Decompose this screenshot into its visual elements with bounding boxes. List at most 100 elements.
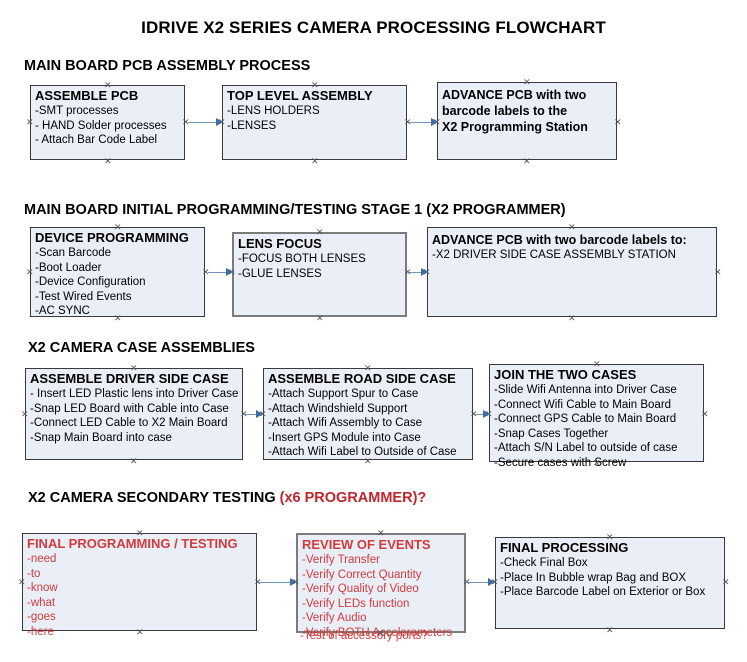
selection-handle-icon[interactable]: ✕ (714, 267, 722, 277)
connector-assemble-pcb-to-top-level (188, 122, 218, 123)
connector-driver-case-to-road-case (244, 414, 261, 415)
process-box-advance-pcb-to-programming-station[interactable]: ADVANCE PCB with two barcode labels to t… (437, 82, 617, 160)
selection-handle-icon[interactable]: ✕ (104, 156, 112, 166)
selection-handle-icon[interactable]: ✕ (593, 458, 601, 468)
section-heading-text: X2 CAMERA CASE ASSEMBLIES (28, 340, 255, 356)
process-box-join-the-two-cases[interactable]: JOIN THE TWO CASES -Slide Wifi Antenna i… (489, 364, 704, 469)
process-box-lens-focus[interactable]: LENS FOCUS -FOCUS BOTH LENSES -GLUE LENS… (232, 232, 407, 317)
box-line: -GLUE LENSES (238, 267, 322, 280)
selection-handle-icon[interactable]: ✕ (254, 578, 262, 587)
selection-handle-icon[interactable]: ✕ (404, 267, 412, 277)
connector-device-programming-to-lens-focus (208, 272, 230, 273)
section-heading-text: MAIN BOARD INITIAL PROGRAMMING/TESTING S… (24, 202, 566, 218)
selection-handle-icon[interactable]: ✕ (377, 628, 385, 638)
selection-handle-icon[interactable]: ✕ (202, 267, 210, 277)
selection-handle-icon[interactable]: ✕ (130, 363, 138, 373)
selection-handle-icon[interactable]: ✕ (311, 156, 319, 166)
box-line: -Attach Windshield Support (268, 402, 408, 415)
selection-handle-icon[interactable]: ✕ (463, 578, 471, 587)
selection-handle-icon[interactable]: ✕ (114, 222, 122, 232)
selection-handle-icon[interactable]: ✕ (568, 222, 576, 232)
selection-handle-icon[interactable]: ✕ (136, 528, 144, 538)
selection-handle-icon[interactable]: ✕ (593, 359, 601, 369)
arrow-head-icon (226, 268, 233, 276)
selection-handle-icon[interactable]: ✕ (568, 313, 576, 323)
selection-handle-icon[interactable]: ✕ (606, 625, 614, 635)
box-line: -Snap Cases Together (494, 427, 609, 440)
box-overflow-line: -Test of accessory ports? (300, 630, 428, 642)
box-title: FINAL PROCESSING (500, 540, 629, 555)
box-title: ADVANCE PCB with two barcode labels to: (432, 233, 687, 247)
selection-handle-icon[interactable]: ✕ (523, 156, 531, 166)
selection-handle-icon[interactable]: ✕ (364, 363, 372, 373)
selection-handle-icon[interactable]: ✕ (240, 410, 248, 419)
selection-handle-icon[interactable]: ✕ (26, 117, 34, 127)
selection-handle-icon[interactable]: ✕ (311, 80, 319, 90)
selection-handle-icon[interactable]: ✕ (136, 627, 144, 637)
selection-handle-icon[interactable]: ✕ (523, 77, 531, 87)
selection-handle-icon[interactable]: ✕ (21, 409, 29, 419)
process-box-top-level-assembly[interactable]: TOP LEVEL ASSEMBLY -LENS HOLDERS -LENSES (222, 85, 407, 160)
box-line: -Verify Quality of Video (302, 583, 419, 595)
selection-handle-icon[interactable]: ✕ (470, 410, 478, 419)
selection-handle-icon[interactable]: ✕ (364, 456, 372, 466)
box-line: -Place In Bubble wrap Bag and BOX (500, 571, 687, 584)
arrow-head-icon (421, 268, 428, 276)
connector-road-case-to-join-cases (474, 414, 488, 415)
box-line: -LENS HOLDERS (227, 105, 320, 117)
process-box-device-programming[interactable]: DEVICE PROGRAMMING -Scan Barcode -Boot L… (30, 227, 205, 317)
box-line: -Device Configuration (35, 276, 146, 288)
box-line: -Connect Wifi Cable to Main Board (494, 398, 672, 411)
box-title: LENS FOCUS (238, 236, 322, 251)
selection-handle-icon[interactable]: ✕ (614, 117, 622, 127)
selection-handle-icon[interactable]: ✕ (701, 409, 709, 419)
process-box-review-of-events[interactable]: REVIEW OF EVENTS -Verify Transfer -Verif… (296, 533, 466, 639)
selection-handle-icon[interactable]: ✕ (182, 117, 190, 127)
box-title: ASSEMBLE PCB (35, 88, 139, 103)
selection-handle-icon[interactable]: ✕ (114, 313, 122, 323)
box-line: - Insert LED Plastic lens into Driver Ca… (30, 388, 239, 400)
box-title: JOIN THE TWO CASES (494, 367, 637, 382)
section-heading-text: X2 CAMERA SECONDARY TESTING (28, 490, 280, 506)
box-title: ASSEMBLE DRIVER SIDE CASE (30, 371, 229, 386)
connector-lens-focus-to-advance-pcb (409, 272, 425, 273)
box-line: -X2 DRIVER SIDE CASE ASSEMBLY STATION (432, 249, 676, 261)
selection-handle-icon[interactable]: ✕ (18, 577, 26, 587)
box-line: -Verify LEDs function (302, 597, 410, 610)
process-box-advance-pcb-to-driver-side-case[interactable]: ADVANCE PCB with two barcode labels to: … (427, 227, 717, 317)
selection-handle-icon[interactable]: ✕ (26, 267, 34, 277)
arrow-head-icon (216, 118, 223, 126)
selection-handle-icon[interactable]: ✕ (606, 532, 614, 542)
selection-handle-icon[interactable]: ✕ (104, 80, 112, 90)
box-title: REVIEW OF EVENTS (302, 537, 431, 552)
box-title: FINAL PROGRAMMING / TESTING (27, 536, 238, 551)
box-line: -Connect LED Cable to X2 Main Board (30, 417, 228, 429)
section-heading-x2-camera-secondary-testing: X2 CAMERA SECONDARY TESTING (x6 PROGRAMM… (28, 490, 426, 506)
arrow-head-icon (290, 578, 297, 586)
selection-handle-icon[interactable]: ✕ (130, 456, 138, 466)
box-line: -Verify Correct Quantity (302, 568, 422, 581)
process-box-assemble-road-side-case[interactable]: ASSEMBLE ROAD SIDE CASE -Attach Support … (263, 368, 473, 460)
process-box-final-processing[interactable]: FINAL PROCESSING -Check Final Box -Place… (495, 537, 725, 629)
box-line: -Test Wired Events (35, 290, 132, 303)
box-line: -Secure cases with Screw (494, 456, 627, 469)
selection-handle-icon[interactable]: ✕ (722, 577, 730, 587)
box-line: -FOCUS BOTH LENSES (238, 253, 366, 265)
box-line: -Attach Wifi Assembly to Case (268, 417, 423, 429)
process-box-assemble-driver-side-case[interactable]: ASSEMBLE DRIVER SIDE CASE - Insert LED P… (25, 368, 243, 460)
box-line: -Boot Loader (35, 261, 102, 274)
box-line: -goes (27, 611, 56, 623)
process-box-final-programming-testing[interactable]: FINAL PROGRAMMING / TESTING -need -to -k… (22, 533, 257, 638)
selection-handle-icon[interactable]: ✕ (316, 227, 324, 237)
process-box-assemble-pcb[interactable]: ASSEMBLE PCB -SMT processes - HAND Solde… (30, 85, 185, 160)
selection-handle-icon[interactable]: ✕ (316, 313, 324, 323)
selection-handle-icon[interactable]: ✕ (404, 117, 412, 127)
box-title: ASSEMBLE ROAD SIDE CASE (268, 371, 456, 386)
box-line: -Verify Transfer (302, 554, 380, 566)
box-line: barcode labels to the (442, 104, 568, 118)
box-line: -Snap LED Board with Cable into Case (30, 402, 229, 415)
box-line: -SMT processes (35, 105, 119, 117)
box-line: -Attach S/N Label to outside of case (494, 442, 678, 454)
selection-handle-icon[interactable]: ✕ (377, 528, 385, 538)
